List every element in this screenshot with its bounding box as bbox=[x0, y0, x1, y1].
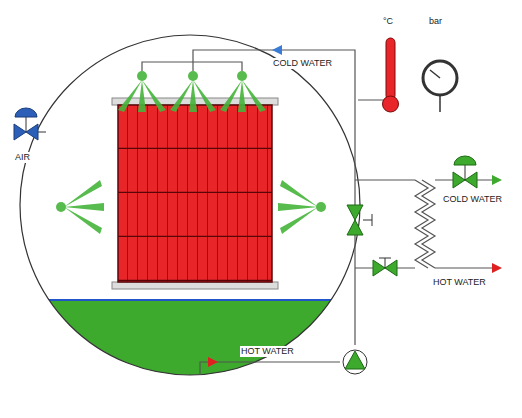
flow-arrow bbox=[492, 175, 502, 185]
water-pool bbox=[0, 300, 400, 418]
heat-exchanger bbox=[112, 98, 278, 289]
unit-label: bar bbox=[428, 16, 443, 27]
pipe-label: COLD WATER bbox=[272, 58, 333, 69]
pipe-label: HOT WATER bbox=[240, 346, 295, 357]
pipe-label: COLD WATER bbox=[442, 194, 503, 205]
pipe-label: HOT WATER bbox=[432, 277, 487, 288]
unit-label: °C bbox=[382, 16, 394, 27]
flow-arrow bbox=[272, 45, 282, 55]
air-valve bbox=[14, 108, 38, 140]
piping bbox=[38, 50, 495, 375]
pump bbox=[343, 350, 367, 374]
spray-nozzles bbox=[56, 71, 326, 234]
pressure-gauge bbox=[423, 61, 457, 112]
flow-arrow bbox=[492, 263, 502, 273]
flow-arrow bbox=[208, 357, 218, 367]
thermometer bbox=[383, 38, 399, 112]
pipe-label: AIR bbox=[14, 152, 31, 163]
valves bbox=[347, 156, 477, 276]
tower-vessel bbox=[20, 35, 360, 375]
